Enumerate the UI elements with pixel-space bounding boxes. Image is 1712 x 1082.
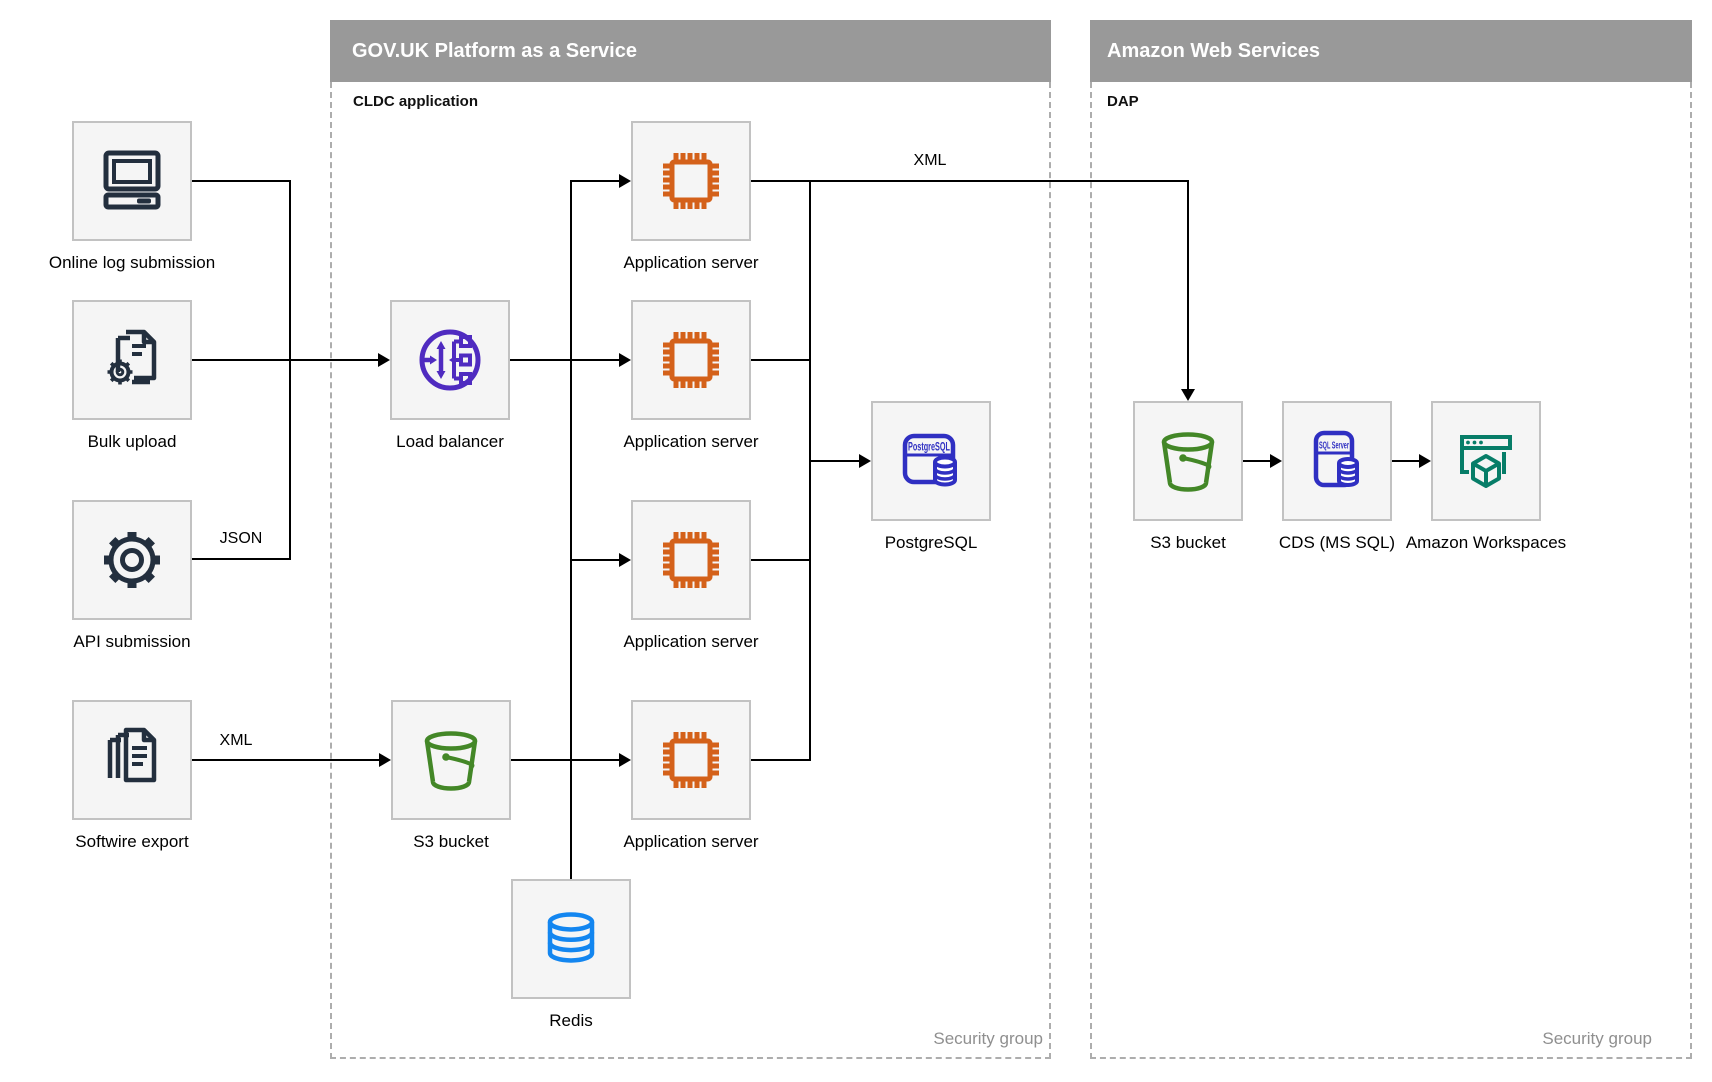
arrowhead-into-postgresql [859, 454, 871, 468]
edge-lb-out-h [510, 359, 619, 361]
label-amazon-workspaces: Amazon Workspaces [1405, 533, 1567, 552]
edge-label-xml-softwire: XML [219, 732, 253, 749]
arrowhead-into-s3-bucket [379, 753, 391, 767]
arrowhead-into-aws-s3 [1181, 389, 1195, 401]
arrowhead-into-app-server-3 [619, 553, 631, 567]
chip-icon [663, 153, 719, 209]
redis-database-icon [547, 912, 595, 963]
edge-app4-out-h [751, 759, 810, 761]
document-stack-icon [107, 727, 157, 783]
label-redis: Redis [549, 1011, 593, 1030]
node-load-balancer [390, 300, 510, 420]
edge-branch-row1-h [571, 180, 619, 182]
node-amazon-workspaces [1431, 401, 1541, 521]
arrowhead-into-cds [1270, 454, 1282, 468]
edge-collector-v [809, 180, 811, 761]
label-online-log-submission: Online log submission [48, 253, 216, 272]
edge-xml-v [1187, 180, 1189, 389]
node-app-server-3 [631, 500, 751, 620]
edge-into-postgres-h [810, 460, 859, 462]
chip-icon [663, 532, 719, 588]
node-redis [511, 879, 631, 999]
edge-app3-out-h [751, 559, 810, 561]
chip-icon [663, 332, 719, 388]
node-postgresql: PostgreSQL [871, 401, 991, 521]
edge-label-xml-top: XML [913, 152, 947, 169]
edge-xml-h [751, 180, 1188, 182]
label-s3-bucket-aws: S3 bucket [1150, 533, 1226, 552]
edge-label-json: JSON [219, 530, 263, 547]
node-softwire-export [72, 700, 192, 820]
label-postgresql: PostgreSQL [884, 533, 978, 552]
edge-branch-v [570, 180, 572, 879]
label-app-server-2: Application server [623, 432, 759, 451]
aws-zone-title: Amazon Web Services [1107, 39, 1321, 62]
node-app-server-1 [631, 121, 751, 241]
document-gear-icon [107, 329, 157, 385]
label-app-server-3: Application server [623, 632, 759, 651]
govuk-zone-subtitle: CLDC application [353, 93, 479, 110]
node-bulk-upload [72, 300, 192, 420]
govuk-zone-body [330, 82, 1051, 1059]
aws-zone-body [1090, 82, 1692, 1059]
load-balancer-icon [419, 329, 481, 391]
postgresql-icon-text: PostgreSQL [908, 440, 950, 454]
arrowhead-into-load-balancer [378, 353, 390, 367]
edge-onlinelog-h [192, 180, 290, 182]
edge-merge-v [289, 180, 291, 560]
govuk-zone-title: GOV.UK Platform as a Service [352, 39, 637, 62]
edge-bulkupload-h [192, 359, 378, 361]
label-api-submission: API submission [73, 632, 191, 651]
postgresql-icon: PostgreSQL [902, 433, 957, 487]
arrowhead-into-workspaces [1419, 454, 1431, 468]
workspaces-icon [1460, 435, 1512, 488]
computer-icon [103, 150, 161, 210]
label-bulk-upload: Bulk upload [87, 432, 177, 451]
node-cds-ms-sql: SQL Server [1282, 401, 1392, 521]
govuk-zone-header: GOV.UK Platform as a Service [330, 20, 1051, 82]
node-app-server-2 [631, 300, 751, 420]
edge-api-json-h [192, 558, 290, 560]
label-softwire-export: Softwire export [75, 832, 189, 851]
aws-security-group-label: Security group [1542, 1029, 1652, 1048]
aws-zone-header: Amazon Web Services [1090, 20, 1692, 82]
label-app-server-4: Application server [623, 832, 759, 851]
edge-s3-to-cds-h [1243, 460, 1270, 462]
label-load-balancer: Load balancer [396, 432, 504, 451]
chip-icon [663, 732, 719, 788]
node-s3-bucket-aws [1133, 401, 1243, 521]
arrowhead-into-app-server-1 [619, 174, 631, 188]
edge-s3-out-h [511, 759, 619, 761]
label-s3-bucket-govuk: S3 bucket [413, 832, 489, 851]
node-app-server-4 [631, 700, 751, 820]
govuk-security-group-label: Security group [933, 1029, 1043, 1048]
label-cds-ms-sql: CDS (MS SQL) [1278, 533, 1396, 552]
edge-softwire-h [192, 759, 379, 761]
node-api-submission [72, 500, 192, 620]
s3-bucket-icon [1161, 432, 1215, 492]
s3-bucket-icon [424, 731, 478, 791]
edge-app2-out-h [751, 359, 810, 361]
aws-zone-subtitle: DAP [1107, 93, 1139, 110]
node-online-log-submission [72, 121, 192, 241]
label-app-server-1: Application server [623, 253, 759, 272]
sql-server-icon-text: SQL Server [1319, 441, 1349, 452]
sql-server-icon: SQL Server [1313, 430, 1359, 488]
arrowhead-into-app-server-2 [619, 353, 631, 367]
gear-icon [104, 532, 160, 588]
arrowhead-into-app-server-4 [619, 753, 631, 767]
edge-cds-to-workspaces-h [1392, 460, 1419, 462]
edge-branch-row3-h [571, 559, 619, 561]
node-s3-bucket-govuk [391, 700, 511, 820]
